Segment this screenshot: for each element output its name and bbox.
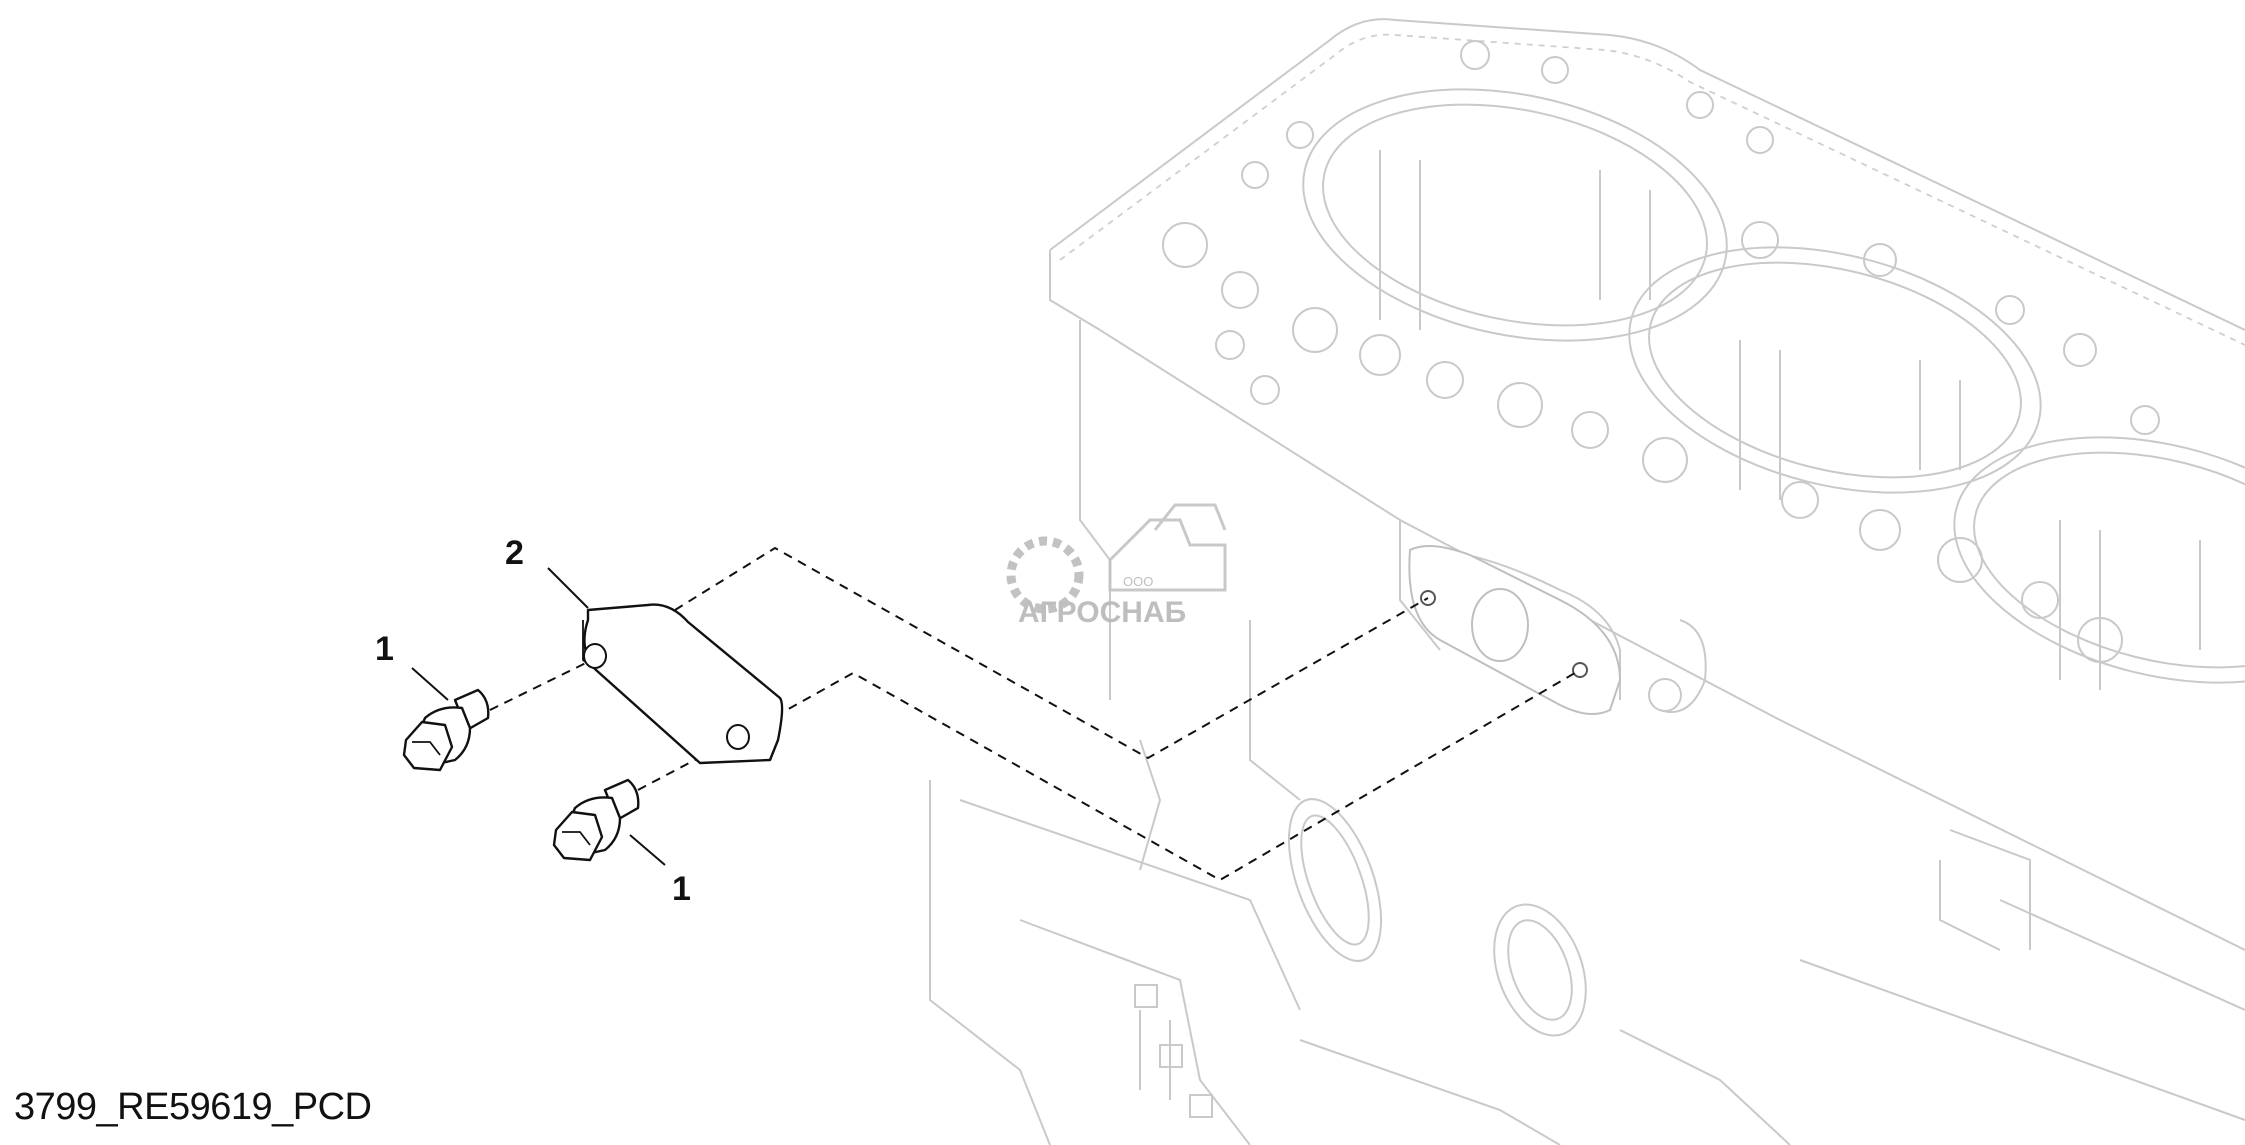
block-mounting-flange xyxy=(1408,545,1622,715)
callout-upper-bolt-number: 1 xyxy=(375,630,394,668)
figure-caption: 3799_RE59619_PCD xyxy=(14,1086,372,1128)
watermark-brand-text: АГРОСНАБ xyxy=(1018,596,1186,629)
callouts: 2 1 1 xyxy=(375,534,691,908)
engine-block-outline xyxy=(929,18,2245,1145)
cover-plate xyxy=(582,603,784,765)
watermark-small-text: ООО xyxy=(1123,574,1153,589)
callout-lower-bolt-number: 1 xyxy=(672,870,691,908)
gear-tractor-logo-icon xyxy=(1006,503,1227,614)
flange-bolt-upper xyxy=(402,688,490,772)
flange-bolt-lower xyxy=(552,778,640,862)
watermark: ООО АГРОСНАБ xyxy=(1006,503,1227,629)
callout-plate-number: 2 xyxy=(505,534,524,572)
